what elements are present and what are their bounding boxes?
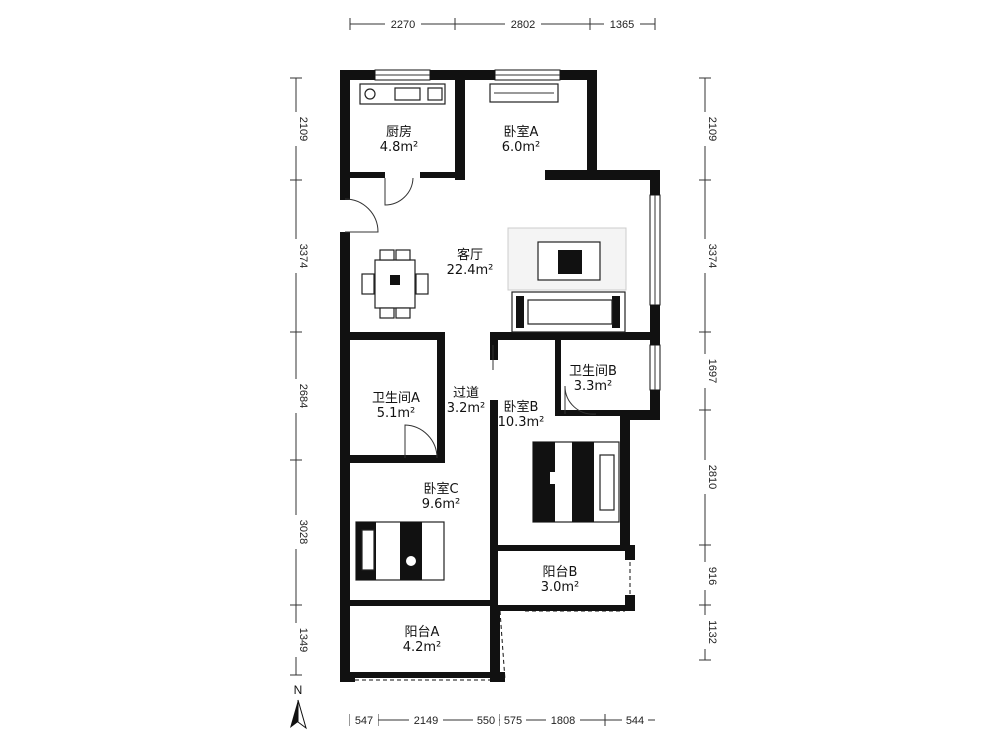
bedroom-c-name: 卧室C [423, 481, 458, 497]
dim-bottom-6: 544 [626, 715, 644, 727]
balcony-b-area: 3.0m² [541, 580, 580, 595]
compass-label: N [294, 683, 303, 697]
balcony-a-area: 4.2m² [403, 640, 442, 655]
corridor-area: 3.2m² [447, 401, 486, 416]
dim-bottom-5: 1808 [551, 715, 575, 727]
dim-right-1: 2109 [706, 117, 718, 141]
dim-top-3: 1365 [610, 19, 634, 31]
air-conditioner-icon [489, 83, 559, 103]
dim-right-5: 916 [706, 567, 718, 585]
sofa-icon [511, 291, 626, 333]
doors [344, 177, 597, 459]
tv-table-icon [507, 227, 627, 291]
dim-bottom-1: 547 [355, 715, 373, 727]
dim-bottom-3: 550 [477, 715, 495, 727]
dim-bottom-4: 575 [504, 715, 522, 727]
balcony-b-name: 阳台B [543, 565, 578, 580]
bed-b-icon [532, 441, 620, 523]
dining-table-icon [361, 249, 429, 319]
bathroom-b-area: 3.3m² [574, 379, 613, 394]
dim-right-6: 1132 [706, 620, 718, 644]
kitchen-name: 厨房 [386, 124, 412, 140]
dim-left-1: 2109 [297, 117, 309, 141]
windows [355, 69, 661, 682]
bathroom-a-area: 5.1m² [377, 406, 416, 421]
dim-bottom-2: 2149 [414, 715, 438, 727]
bedroom-b-area: 10.3m² [498, 415, 545, 430]
balcony-a-name: 阳台A [405, 625, 440, 640]
dim-left-4: 3028 [297, 520, 309, 544]
living-room-name: 客厅 [457, 247, 483, 263]
bedroom-b-name: 卧室B [504, 399, 539, 415]
dim-right-4: 2810 [706, 465, 718, 489]
bed-c-icon [355, 521, 445, 581]
dimension-top: 2270 2802 1365 [385, 16, 640, 31]
bathroom-b-name: 卫生间B [569, 364, 617, 379]
dim-left-3: 2684 [297, 384, 309, 408]
bedroom-a-area: 6.0m² [502, 140, 541, 155]
kitchen-area: 4.8m² [380, 140, 419, 155]
room-labels: 厨房 4.8m² 卧室A 6.0m² 客厅 22.4m² 卫生间A 5.1m² … [372, 124, 617, 655]
bathroom-a-name: 卫生间A [372, 391, 420, 406]
dim-right-2: 3374 [706, 244, 718, 268]
bedroom-c-area: 9.6m² [422, 497, 461, 512]
dim-top-2: 2802 [511, 19, 535, 31]
living-room-area: 22.4m² [447, 263, 494, 278]
dim-right-3: 1697 [706, 359, 718, 383]
walls [340, 70, 660, 682]
dimension-right: 2109 3374 1697 2810 916 1132 [698, 112, 718, 649]
dimension-left: 2109 3374 2684 3028 1349 [289, 112, 309, 657]
bedroom-a-name: 卧室A [504, 124, 539, 140]
kitchen-counter [359, 83, 446, 105]
corridor-name: 过道 [453, 386, 479, 401]
dimension-bottom: 547 2149 550 575 1808 544 [350, 712, 648, 727]
dim-top-1: 2270 [391, 19, 415, 31]
dim-left-2: 3374 [297, 244, 309, 268]
north-arrow-icon: N [290, 683, 307, 730]
dim-left-5: 1349 [297, 628, 309, 652]
